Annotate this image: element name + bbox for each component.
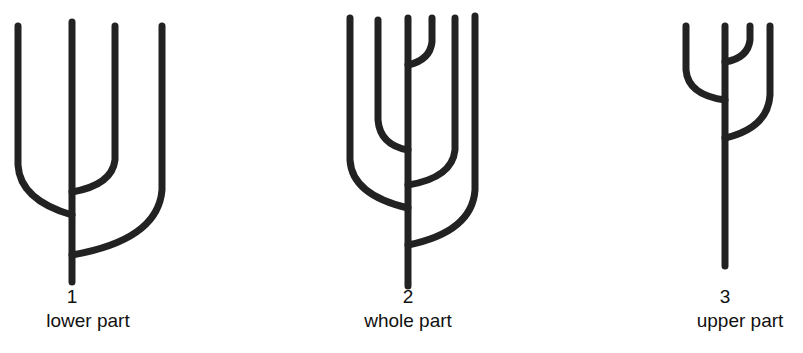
figure-caption: upper part bbox=[697, 311, 784, 332]
figure-number: 1 bbox=[67, 287, 78, 308]
figure-number: 2 bbox=[403, 287, 414, 308]
tree-figure-1 bbox=[18, 22, 162, 282]
figure-number: 3 bbox=[720, 287, 731, 308]
figure-caption: whole part bbox=[364, 311, 452, 332]
tree-figure-2 bbox=[350, 16, 475, 286]
figure-caption: lower part bbox=[46, 311, 129, 332]
tree-figure-3 bbox=[686, 26, 770, 266]
